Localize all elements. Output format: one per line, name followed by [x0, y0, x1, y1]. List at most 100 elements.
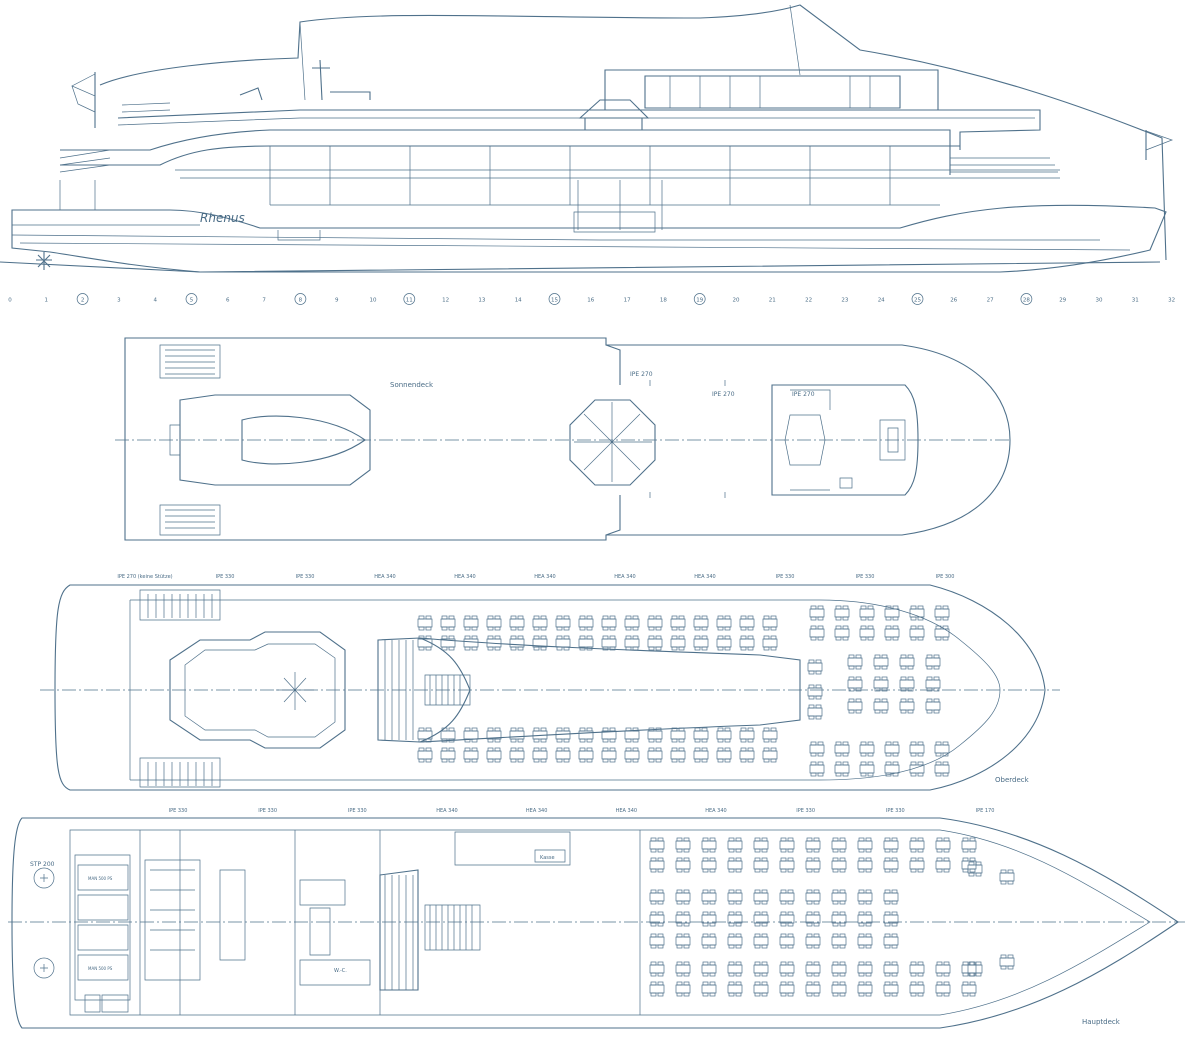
table-icon — [693, 730, 709, 740]
chair-icon — [702, 837, 709, 842]
chair-icon — [676, 889, 683, 894]
table-icon — [727, 936, 743, 946]
chair-icon — [510, 747, 517, 752]
table-icon — [935, 860, 951, 870]
chair-icon — [968, 972, 975, 977]
chair-icon — [683, 911, 690, 916]
chair-icon — [806, 889, 813, 894]
table-icon — [675, 840, 691, 850]
chair-icon — [425, 758, 432, 763]
chair-icon — [702, 981, 709, 986]
chair-icon — [891, 961, 898, 966]
table-icon — [675, 984, 691, 994]
chair-icon — [942, 741, 949, 746]
chair-icon — [448, 727, 455, 732]
chair-icon — [625, 738, 632, 743]
chair-icon — [754, 837, 761, 842]
chair-icon — [848, 665, 855, 670]
chair-icon — [848, 698, 855, 703]
chair-icon — [724, 738, 731, 743]
frame-number: 27 — [987, 298, 994, 304]
chair-icon — [858, 889, 865, 894]
frame-number: 12 — [442, 298, 449, 304]
chair-icon — [842, 772, 849, 777]
chair-icon — [943, 972, 950, 977]
chair-icon — [586, 738, 593, 743]
table-icon — [675, 860, 691, 870]
table-icon — [831, 860, 847, 870]
chair-icon — [701, 727, 708, 732]
chair-icon — [842, 752, 849, 757]
chair-icon — [910, 772, 917, 777]
chair-icon — [780, 889, 787, 894]
chair-icon — [900, 676, 907, 681]
chair-icon — [448, 738, 455, 743]
chair-icon — [881, 687, 888, 692]
table-icon — [834, 764, 850, 774]
chair-icon — [694, 758, 701, 763]
chair-icon — [425, 615, 432, 620]
table-icon — [934, 764, 950, 774]
table-icon — [578, 638, 594, 648]
chair-icon — [602, 646, 609, 651]
chair-icon — [602, 615, 609, 620]
chair-icon — [835, 625, 842, 630]
chair-icon — [787, 972, 794, 977]
chair-icon — [657, 889, 664, 894]
beam-label: IPE 330 — [258, 808, 277, 814]
table-icon — [934, 744, 950, 754]
chair-icon — [418, 635, 425, 640]
chair-icon — [425, 738, 432, 743]
chair-icon — [962, 972, 969, 977]
chair-icon — [701, 758, 708, 763]
chair-icon — [933, 687, 940, 692]
table-icon — [909, 964, 925, 974]
chair-icon — [563, 738, 570, 743]
chair-icon — [540, 646, 547, 651]
chair-icon — [683, 961, 690, 966]
chair-icon — [441, 646, 448, 651]
chair-icon — [910, 605, 917, 610]
chair-icon — [609, 635, 616, 640]
chair-icon — [885, 752, 892, 757]
table-icon — [779, 984, 795, 994]
chair-icon — [563, 646, 570, 651]
chair-icon — [709, 868, 716, 873]
table-icon — [909, 860, 925, 870]
chair-icon — [464, 626, 471, 631]
chair-icon — [770, 758, 777, 763]
radar-icon — [239, 87, 371, 101]
chair-icon — [740, 646, 747, 651]
chair-icon — [533, 758, 540, 763]
chair-icon — [556, 747, 563, 752]
chair-icon — [754, 848, 761, 853]
chair-icon — [839, 961, 846, 966]
chair-icon — [891, 981, 898, 986]
chair-icon — [701, 615, 708, 620]
chair-icon — [761, 900, 768, 905]
chair-icon — [832, 981, 839, 986]
chair-icon — [754, 992, 761, 997]
chair-icon — [754, 889, 761, 894]
chair-icon — [858, 848, 865, 853]
chair-icon — [817, 616, 824, 621]
chair-icon — [464, 727, 471, 732]
chair-icon — [835, 741, 842, 746]
chair-icon — [709, 933, 716, 938]
chair-icon — [858, 981, 865, 986]
table-icon — [805, 914, 821, 924]
table-icon — [601, 618, 617, 628]
chair-icon — [586, 626, 593, 631]
chair-icon — [815, 715, 822, 720]
table-icon — [934, 628, 950, 638]
chair-icon — [657, 933, 664, 938]
chair-icon — [839, 911, 846, 916]
chair-icon — [761, 981, 768, 986]
frame-number: 25 — [914, 298, 921, 304]
chair-icon — [728, 889, 735, 894]
frame-number: 9 — [335, 298, 339, 304]
table-icon — [935, 984, 951, 994]
beam-label: HEA 340 — [534, 574, 555, 580]
chair-icon — [632, 758, 639, 763]
chair-icon — [709, 992, 716, 997]
